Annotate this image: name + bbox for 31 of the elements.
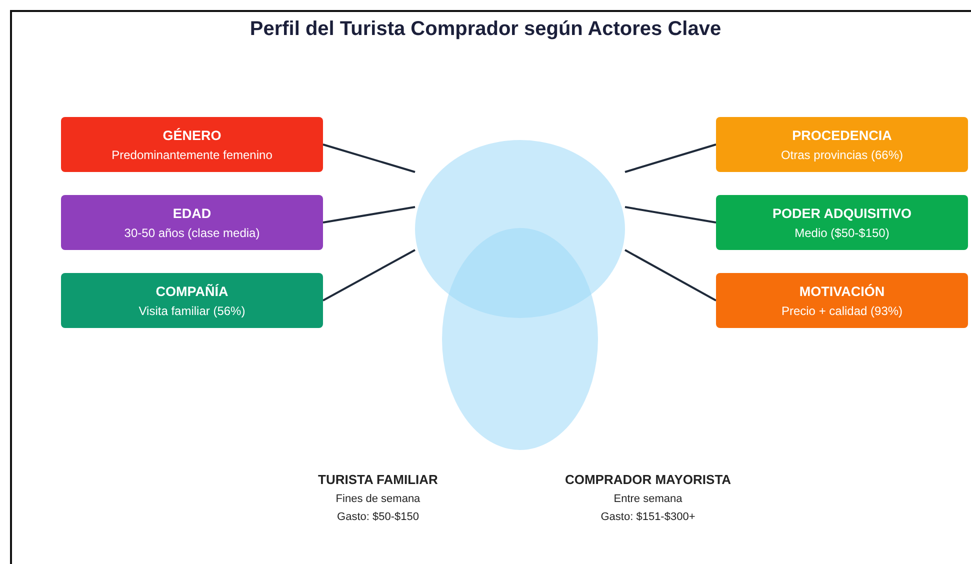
card-heading: MOTIVACIÓN (799, 284, 885, 298)
card-text: Visita familiar (56%) (138, 304, 246, 318)
connector-line (624, 249, 716, 302)
card-heading: PROCEDENCIA (792, 128, 892, 142)
card-heading: COMPAÑÍA (156, 284, 228, 298)
category-card (61, 117, 323, 172)
card-heading: PODER ADQUISITIVO (772, 206, 912, 220)
card-text: Precio + calidad (93%) (781, 304, 903, 318)
profile-heading: TURISTA FAMILIAR (317, 472, 439, 487)
connector-line (624, 206, 716, 224)
profile-detail: Fines de semana (334, 493, 422, 505)
profile-detail: Gasto: $50-$150 (336, 511, 420, 523)
connector-line (322, 249, 416, 302)
category-card (61, 195, 323, 250)
card-text: 30-50 años (clase media) (124, 226, 260, 240)
connector-line (322, 206, 416, 224)
card-text: Otras provincias (66%) (780, 148, 904, 162)
profile-detail: Gasto: $151-$300+ (600, 511, 696, 523)
card-heading: EDAD (172, 206, 212, 220)
category-card (716, 195, 968, 250)
category-card (716, 117, 968, 172)
category-card (716, 273, 968, 328)
card-heading: GÉNERO (162, 128, 222, 142)
profile-heading: COMPRADOR MAYORISTA (564, 472, 732, 487)
connector-line (322, 144, 416, 173)
category-card (61, 273, 323, 328)
card-text: Predominantemente femenino (112, 148, 272, 162)
diagram-title: Perfil del Turista Comprador según Actores Clave (248, 18, 722, 41)
connector-line (624, 144, 716, 173)
card-text: Medio ($50-$150) (794, 226, 890, 240)
profile-detail: Entre semana (612, 493, 684, 505)
